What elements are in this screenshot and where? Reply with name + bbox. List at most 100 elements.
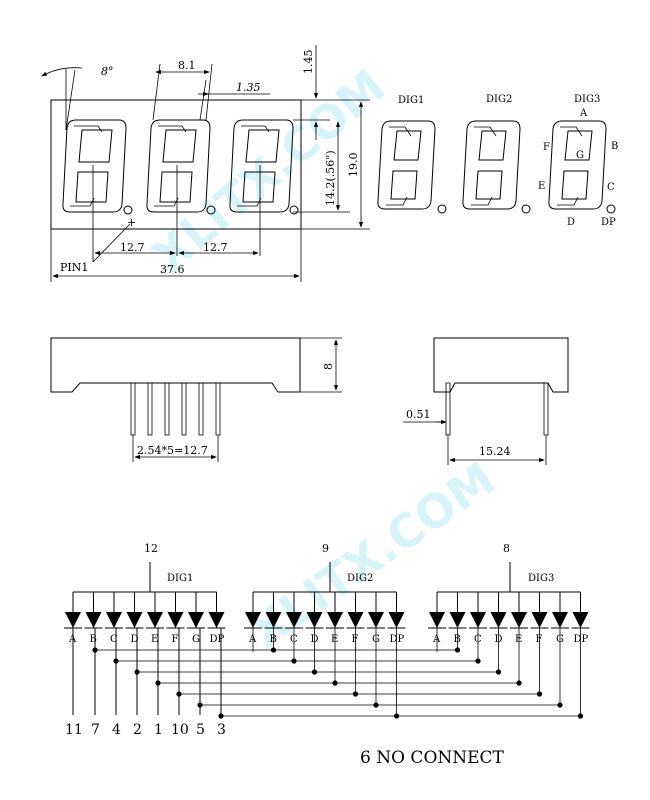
- pitch-2-label: 12.7: [203, 241, 228, 254]
- no-connect-note: 6 NO CONNECT: [360, 748, 505, 768]
- seg-a-label: A: [579, 108, 588, 119]
- diode: [552, 612, 568, 628]
- diode: [531, 612, 548, 628]
- pin1-marker: +: [127, 216, 136, 229]
- segment-letter: D: [311, 634, 319, 645]
- diode: [470, 612, 486, 628]
- seg-b-label: B: [611, 141, 618, 152]
- pin-diameter-label: 0.51: [406, 408, 431, 421]
- diode: [188, 612, 204, 628]
- seg-f-label: F: [543, 142, 550, 153]
- segment-letter: DP: [390, 634, 405, 645]
- segment-letter: A: [68, 634, 77, 645]
- seg-dp-label: DP: [601, 217, 616, 228]
- pin-number: 5: [196, 722, 205, 738]
- segment-letter: DP: [574, 634, 589, 645]
- pins: [130, 382, 221, 436]
- front-dimensions: 8° 8.1 1.35 1.45 14.2(.56") 19.0 12.7 12…: [41, 45, 370, 282]
- diode: [85, 612, 102, 628]
- diode-group-3: [428, 562, 590, 629]
- pin-spacing-label: 2.54*5=12.7: [137, 444, 208, 457]
- segment-letter: F: [352, 634, 359, 645]
- schematic: [64, 562, 590, 719]
- segment-letter: B: [454, 634, 461, 645]
- dig1-label: DIG1: [398, 95, 424, 106]
- segment-letter: F: [536, 634, 543, 645]
- diode-group-2: [244, 562, 406, 629]
- side-view-left: 2.54*5=12.7 8: [50, 337, 342, 462]
- diode: [265, 612, 282, 628]
- pin-number: 4: [112, 722, 121, 738]
- common-pin-dig1: 12: [144, 542, 158, 555]
- body-height-label: 19.0: [347, 153, 360, 178]
- segment-letter: A: [432, 634, 441, 645]
- diode: [245, 612, 261, 628]
- segment-letter: C: [110, 634, 118, 645]
- diode: [449, 612, 466, 628]
- segment-letter: C: [474, 634, 482, 645]
- row-spacing-label: 15.24: [479, 445, 511, 458]
- diode: [286, 612, 302, 628]
- diode-group-1: [64, 562, 226, 629]
- schem-dig2-label: DIG2: [347, 573, 373, 584]
- side-view-right: 0.51 15.24: [403, 337, 569, 465]
- diode: [147, 612, 163, 628]
- segment-letter: DP: [210, 634, 225, 645]
- body-width-label: 37.6: [160, 263, 185, 276]
- segment-letter: B: [270, 634, 277, 645]
- digit-height-label: 14.2(.56"): [324, 150, 337, 206]
- schem-dig1-label: DIG1: [167, 573, 193, 584]
- top-width-label: 8.1: [178, 59, 196, 72]
- segment-letter: G: [372, 634, 380, 645]
- angle-label: 8°: [101, 65, 114, 78]
- diode: [167, 612, 184, 628]
- pin1-label: PIN1: [60, 261, 88, 274]
- segment-letter: E: [151, 634, 158, 645]
- diode: [429, 612, 445, 628]
- seg-g-label: G: [576, 150, 584, 161]
- diode: [388, 612, 405, 628]
- diode: [347, 612, 364, 628]
- schem-dig3-label: DIG3: [528, 573, 554, 584]
- diode: [368, 612, 384, 628]
- side-height-label: 8: [322, 363, 335, 370]
- segment-letter: E: [515, 634, 522, 645]
- pin-number: 2: [133, 722, 142, 738]
- segment-letter: C: [290, 634, 298, 645]
- diode: [327, 612, 343, 628]
- segment-letter: A: [248, 634, 257, 645]
- diode: [65, 612, 81, 628]
- stroke-width-label: 1.35: [236, 81, 261, 94]
- diode: [106, 612, 122, 628]
- pin-number: 1: [154, 722, 163, 738]
- pitch-1-label: 12.7: [120, 241, 145, 254]
- common-pin-dig3: 8: [503, 542, 510, 555]
- diode: [572, 612, 589, 628]
- diode: [511, 612, 527, 628]
- pin-number: 10: [171, 722, 189, 738]
- front-digit-3: [229, 119, 299, 215]
- diode: [126, 612, 143, 628]
- front-digit-2: [146, 119, 216, 215]
- dig3-label: DIG3: [574, 94, 600, 105]
- pin-number: 7: [91, 722, 100, 738]
- diode: [208, 612, 225, 628]
- front-view: [50, 99, 302, 230]
- segment-letter: E: [331, 634, 338, 645]
- seg-d-label: D: [567, 217, 575, 228]
- segment-letter: F: [172, 634, 179, 645]
- pin-number: 3: [217, 722, 226, 738]
- segment-letter: D: [131, 634, 139, 645]
- diode: [490, 612, 507, 628]
- seg-e-label: E: [538, 181, 545, 192]
- seg-c-label: C: [607, 182, 615, 193]
- segment-digits: DIG1 DIG2 DIG3 A B C D E F G DP: [377, 94, 618, 228]
- segment-letter: D: [495, 634, 503, 645]
- top-margin-label: 1.45: [302, 50, 315, 75]
- front-digit-1: [62, 119, 133, 215]
- common-pin-dig2: 9: [322, 542, 329, 555]
